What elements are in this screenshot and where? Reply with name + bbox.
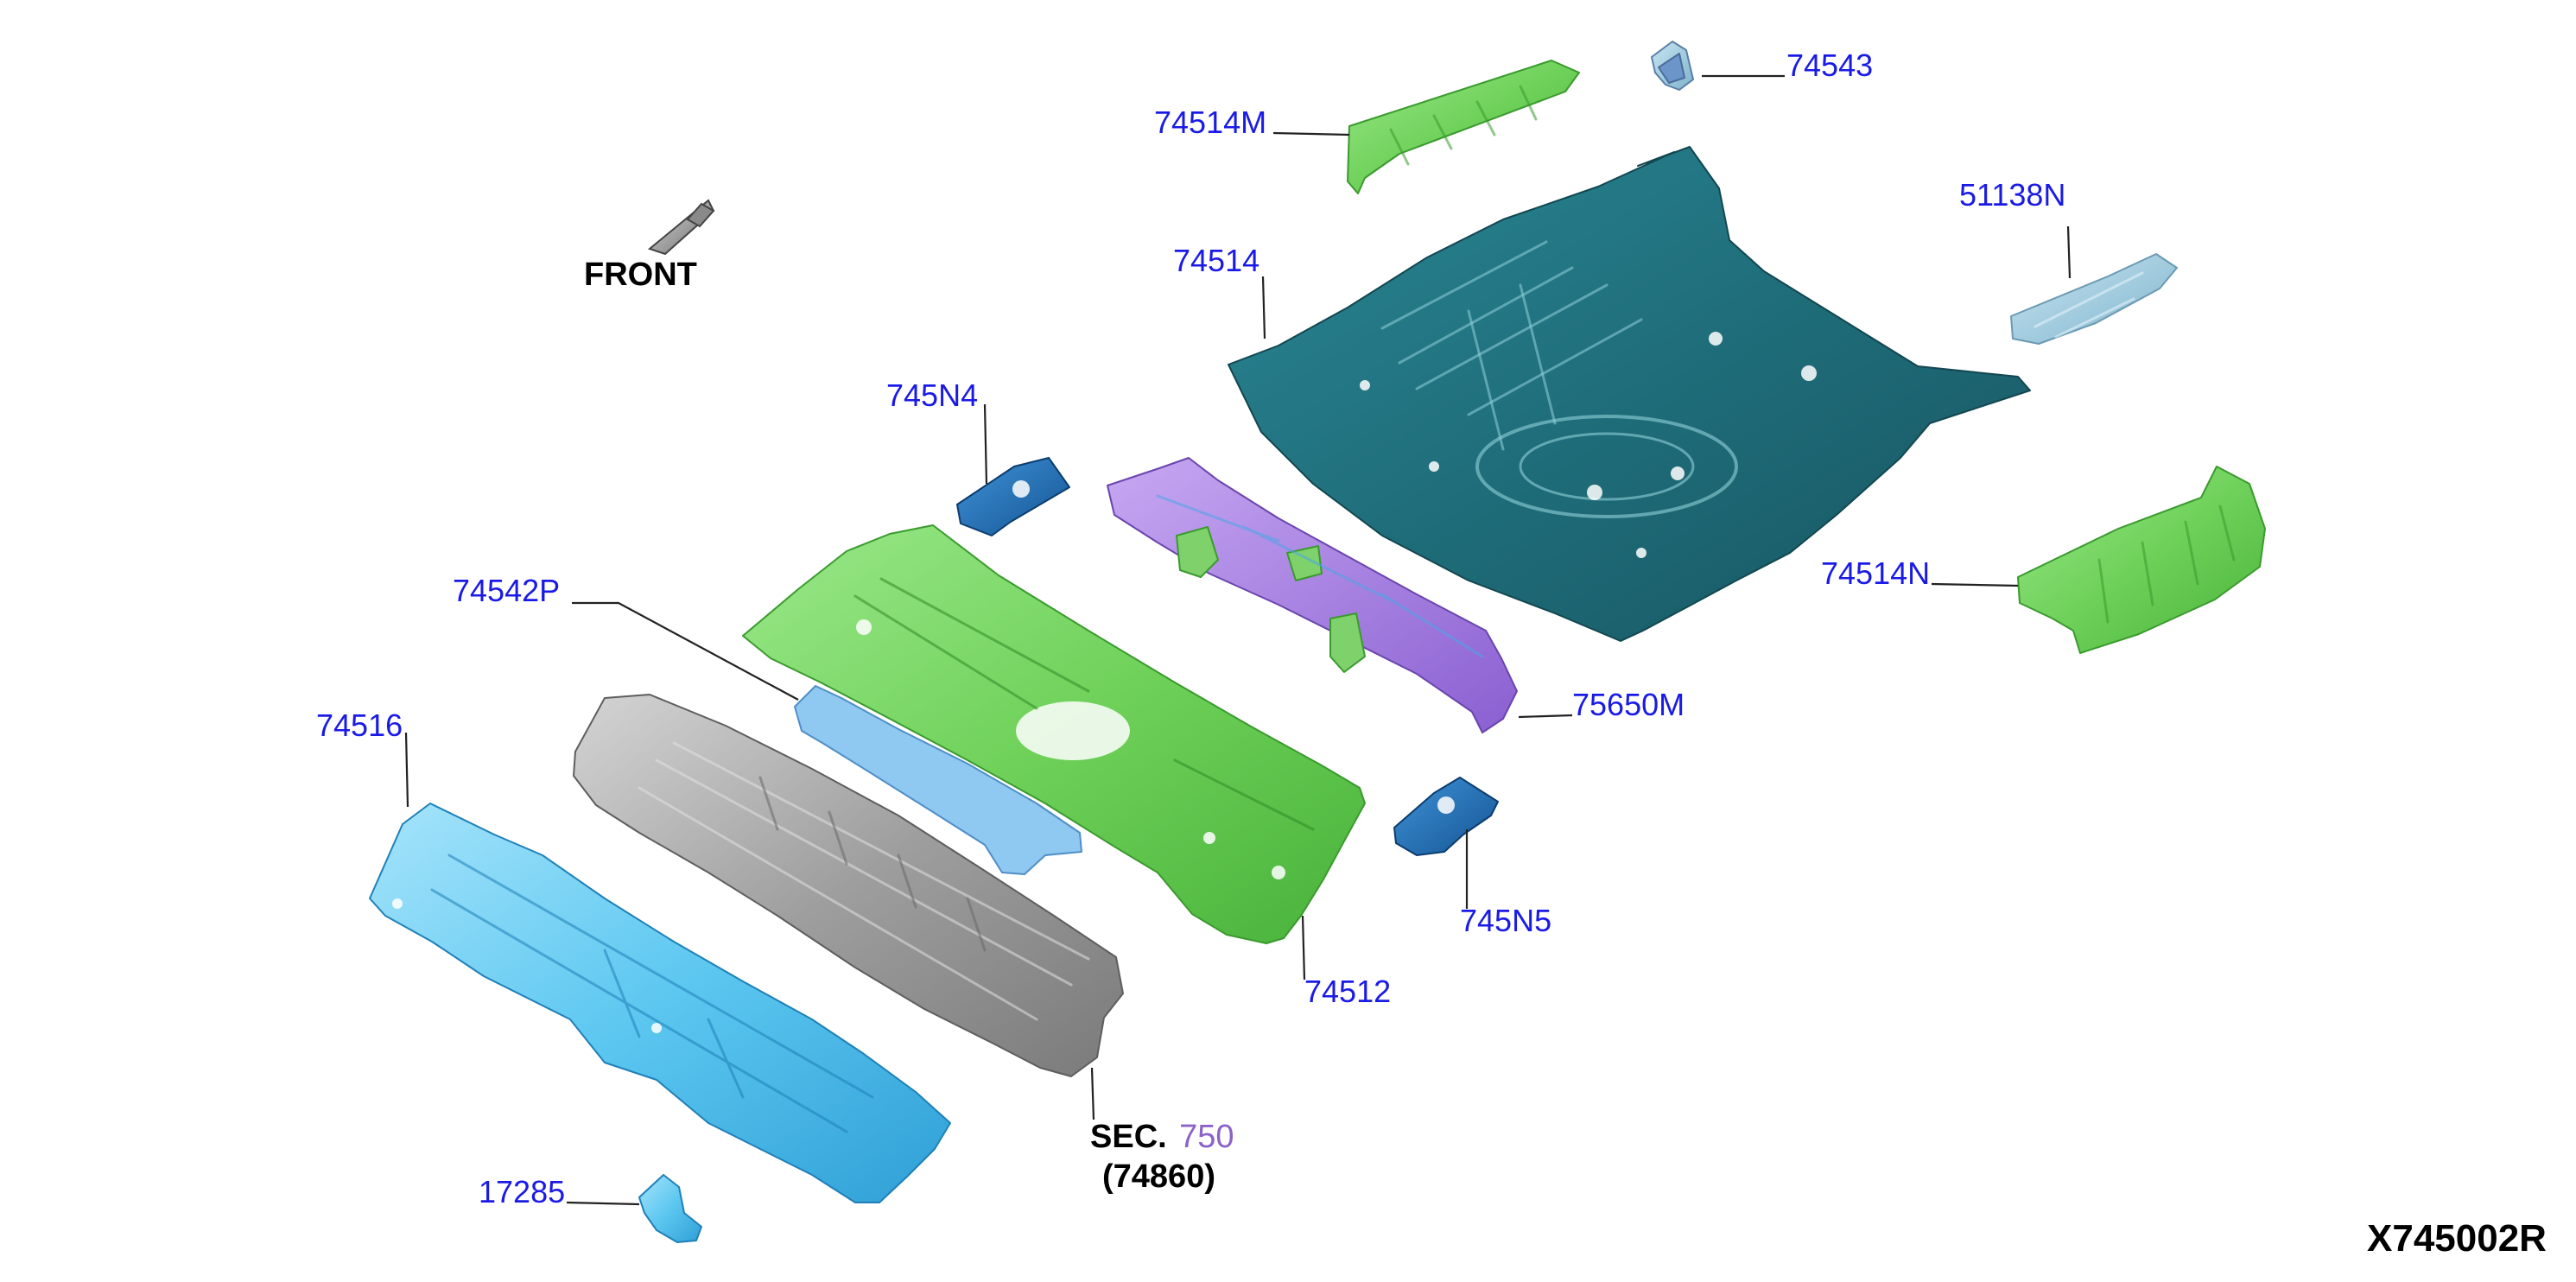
part-74516-illustration <box>369 803 951 1203</box>
leader-745N4 <box>983 403 988 485</box>
part-74512-illustration <box>742 524 1366 944</box>
leader-74514M <box>1272 131 1350 136</box>
callout-745N5: 745N5 <box>1460 903 1551 938</box>
leader-74860 <box>1090 1067 1095 1120</box>
leader-74514 <box>1261 276 1266 340</box>
part-75650M-illustration <box>1107 457 1518 733</box>
callout-75650M: 75650M <box>1572 687 1685 722</box>
callout-74516: 74516 <box>316 708 403 743</box>
callout-74514M: 74514M <box>1154 105 1266 140</box>
callout-17285: 17285 <box>479 1174 565 1209</box>
front-arrow-icon <box>647 199 715 256</box>
leader-74542P <box>572 601 799 701</box>
part-74514-illustration <box>1228 146 2031 642</box>
part-745N4-illustration <box>956 457 1070 536</box>
section-number: 750 <box>1179 1119 1234 1155</box>
callout-74512: 74512 <box>1304 974 1391 1009</box>
part-745N5-illustration <box>1393 777 1499 856</box>
leader-75650M <box>1518 714 1573 719</box>
leader-lines <box>404 74 2072 1206</box>
diagram-code: X745002R <box>2367 1217 2547 1260</box>
part-74514M-illustration <box>1347 60 1580 194</box>
section-part: (74860) <box>1102 1158 1215 1195</box>
callout-74543: 74543 <box>1786 48 1873 83</box>
callout-labels: 74543 74514M 74514 51138N 745N4 74542P 7… <box>316 48 2065 1209</box>
part-74542P-illustration <box>794 685 1082 875</box>
svg-text:SEC. 750: SEC. 750 <box>1090 1119 1234 1155</box>
part-74860-illustration <box>573 694 1124 1077</box>
callout-51138N: 51138N <box>1959 177 2065 213</box>
part-17285-illustration <box>638 1174 702 1243</box>
part-74543-illustration <box>1651 41 1694 91</box>
callout-745N4: 745N4 <box>886 378 978 413</box>
leader-17285 <box>566 1201 640 1206</box>
leader-74512 <box>1301 915 1306 981</box>
part-74514N-illustration <box>2017 466 2266 654</box>
part-51138N-illustration <box>2010 253 2178 345</box>
leader-74516 <box>404 732 409 808</box>
callout-74514N: 74514N <box>1821 555 1930 591</box>
front-label: FRONT <box>584 257 697 293</box>
section-reference: SEC. 750 (74860) <box>1090 1119 1234 1195</box>
leader-74514N <box>1931 582 2019 587</box>
callout-74514: 74514 <box>1173 243 1259 278</box>
leader-51138N <box>2066 225 2072 279</box>
section-prefix: SEC. <box>1090 1119 1167 1155</box>
callout-74542P: 74542P <box>453 573 560 608</box>
